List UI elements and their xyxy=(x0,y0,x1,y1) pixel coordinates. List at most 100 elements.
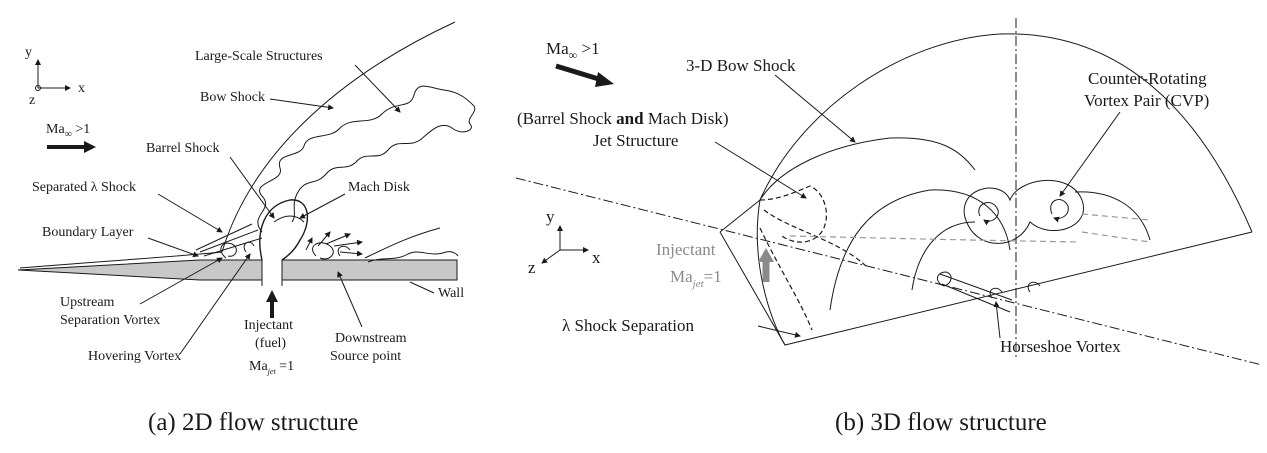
barrel-b-3d: Mach Disk) xyxy=(644,109,729,128)
freestream-arrow-2d xyxy=(47,141,96,153)
wake-dashed-gray xyxy=(789,235,1081,243)
barrel-shock-curve xyxy=(259,199,309,261)
ma-jet-sub-3d: jet xyxy=(691,278,705,290)
ma-jet-suffix-2d: =1 xyxy=(276,359,294,374)
label-downstream-1: Downstream xyxy=(335,331,407,346)
mach-suffix-2d: >1 xyxy=(72,122,90,137)
axis-z-label: z xyxy=(29,93,35,108)
axis-x-label-3d: x xyxy=(592,248,601,267)
leader-boundary-layer xyxy=(147,237,199,258)
upstream-vortex-icon xyxy=(220,242,237,259)
label-separated-shock: Separated λ Shock xyxy=(32,180,136,195)
label-cvp-2: Vortex Pair (CVP) xyxy=(1084,91,1209,110)
lambda-contour-2 xyxy=(911,221,976,291)
mach-label-2d: Ma∞ >1 xyxy=(46,122,90,140)
z-axis-arrow-3d xyxy=(541,249,561,264)
leader-large-scale xyxy=(354,64,401,113)
label-injectant-2: (fuel) xyxy=(255,336,286,351)
lambda-contour-3 xyxy=(1074,191,1151,241)
leader-barrel-shock xyxy=(229,156,275,219)
downstream-eddies xyxy=(305,227,459,263)
leader-jet-structure xyxy=(714,141,807,199)
label-ma-jet-2d: Majet =1 xyxy=(249,359,294,376)
barrel-shock-dashed xyxy=(759,185,827,243)
leader-lambda-separation xyxy=(757,325,801,338)
leader-hovering xyxy=(179,253,251,355)
ma-jet-prefix-3d: Ma xyxy=(670,267,693,286)
mach-prefix-2d: Ma xyxy=(46,122,65,137)
caption-3d: (b) 3D flow structure xyxy=(835,409,1047,436)
label-wall: Wall xyxy=(438,286,464,301)
label-jet-structure: Jet Structure xyxy=(593,131,678,150)
axis-x-label: x xyxy=(78,81,85,96)
label-injectant-1: Injectant xyxy=(244,318,293,333)
label-bow-shock: Bow Shock xyxy=(200,90,265,105)
flat-plate xyxy=(17,259,458,281)
label-cvp-1: Counter-Rotating xyxy=(1088,69,1207,88)
label-barrel-structure: (Barrel Shock and Mach Disk) xyxy=(517,109,729,128)
label-boundary-layer: Boundary Layer xyxy=(42,225,134,240)
leader-mach-disk xyxy=(299,193,346,219)
axes-2d: y x z xyxy=(25,45,85,108)
bow-shock-lower xyxy=(756,199,786,346)
axis-y-label-3d: y xyxy=(546,207,555,226)
inner-shock-ring xyxy=(759,137,976,201)
ma-jet-prefix-2d: Ma xyxy=(249,359,268,374)
cvp-dash-2 xyxy=(1081,231,1151,243)
horseshoe-vortex-tubes xyxy=(937,271,1041,313)
barrel-and-3d: and xyxy=(616,109,644,128)
axis-y-label: y xyxy=(25,45,32,60)
mach-prefix-3d: Ma xyxy=(546,39,569,58)
leader-cvp xyxy=(1059,111,1121,197)
label-upstream-2: Separation Vortex xyxy=(60,313,160,328)
panel-3d: Ma∞ >1 xyxy=(515,18,1263,436)
jet-dashed-1 xyxy=(763,209,869,269)
leader-horseshoe xyxy=(993,301,1001,339)
separated-shock-line-3 xyxy=(203,237,263,257)
label-injectant-3d: Injectant xyxy=(656,240,716,259)
hovering-vortex-icon xyxy=(243,241,255,253)
freestream-arrow-3d xyxy=(555,63,614,87)
ma-jet-suffix-3d: =1 xyxy=(704,267,722,286)
label-ma-jet-3d: Majet=1 xyxy=(670,267,722,290)
centerline-dashdot xyxy=(515,177,1263,366)
axis-z-label-3d: z xyxy=(528,258,536,277)
label-horseshoe: Horseshoe Vortex xyxy=(1000,337,1121,356)
mach-sub-3d: ∞ xyxy=(569,48,578,62)
barrel-a-3d: (Barrel Shock xyxy=(517,109,616,128)
cvp-dash-1 xyxy=(1081,213,1151,221)
label-hovering: Hovering Vortex xyxy=(88,349,181,364)
label-lambda-separation: λ Shock Separation xyxy=(562,316,694,335)
leader-upstream xyxy=(139,257,223,305)
label-large-scale: Large-Scale Structures xyxy=(195,49,323,64)
injection-arrow-3d xyxy=(758,248,774,282)
mach-disk-curve xyxy=(273,215,305,223)
separated-shock-line-2 xyxy=(199,229,259,253)
axes-3d: y x z xyxy=(528,207,601,277)
leader-bow-shock xyxy=(269,98,334,111)
large-scale-structures-curve xyxy=(257,85,476,233)
separated-shock-line-1 xyxy=(195,223,253,251)
label-upstream-1: Upstream xyxy=(60,295,115,310)
label-3d-bow-shock: 3-D Bow Shock xyxy=(686,56,796,75)
ma-jet-sub-2d: jet xyxy=(267,367,277,376)
cvp-left-vortex-icon xyxy=(978,202,999,226)
label-downstream-2: Source point xyxy=(330,349,401,364)
z-axis-dot xyxy=(35,85,41,91)
label-mach-disk: Mach Disk xyxy=(348,180,410,195)
leader-3d-bow-shock xyxy=(774,74,856,143)
cvp-shape xyxy=(963,179,1084,244)
mach-label-3d: Ma∞ >1 xyxy=(546,39,600,62)
lambda-contour-1 xyxy=(829,189,1011,311)
mach-suffix-3d: >1 xyxy=(577,39,599,58)
caption-2d: (a) 2D flow structure xyxy=(148,409,358,436)
leader-separated-shock xyxy=(157,193,223,233)
leader-wall xyxy=(409,281,435,294)
bow-shock-3d xyxy=(759,33,1253,233)
bow-shock-curve xyxy=(221,21,456,253)
injection-arrow-2d xyxy=(266,290,278,318)
cvp-right-vortex-icon xyxy=(1050,199,1069,223)
label-barrel-shock: Barrel Shock xyxy=(146,141,219,156)
wedge-edge xyxy=(719,199,761,233)
